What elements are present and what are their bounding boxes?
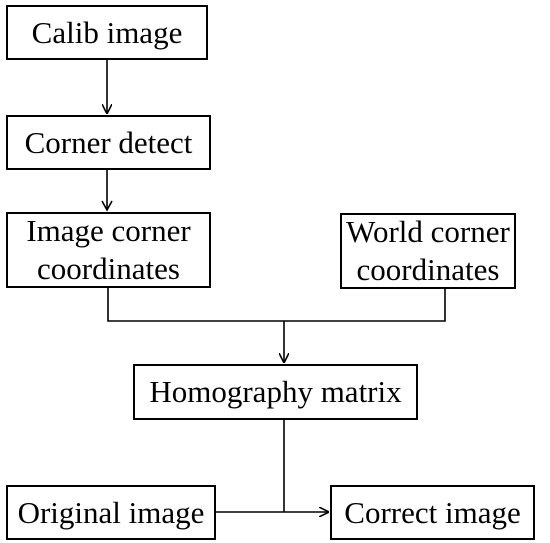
corner-detect-label: Corner detect xyxy=(24,124,193,160)
original-image-box: Original image xyxy=(6,485,216,540)
connector-image-coordinates-bracket xyxy=(107,288,446,322)
image-corner-coordinates-label-line2: coordinates xyxy=(37,251,180,286)
calib-image-label: Calib image xyxy=(31,14,183,50)
correct-image-box: Correct image xyxy=(330,485,535,540)
corner-detect-box: Corner detect xyxy=(6,115,211,170)
world-corner-coordinates-label-line2: coordinates xyxy=(356,252,500,287)
original-image-label: Original image xyxy=(17,494,205,530)
image-corner-coordinates-box: Image corner coordinates xyxy=(6,212,211,288)
arrowhead-corner-detect-to-image-coordinates xyxy=(101,200,113,212)
world-corner-coordinates-label-line1: World corner xyxy=(346,214,510,249)
image-corner-coordinates-label-line1: Image corner xyxy=(26,213,191,248)
homography-matrix-box: Homography matrix xyxy=(133,364,418,420)
calib-image-box: Calib image xyxy=(6,5,208,60)
world-corner-coordinates-box: World corner coordinates xyxy=(340,213,516,289)
correct-image-label: Correct image xyxy=(344,494,521,530)
homography-matrix-label: Homography matrix xyxy=(149,374,402,409)
